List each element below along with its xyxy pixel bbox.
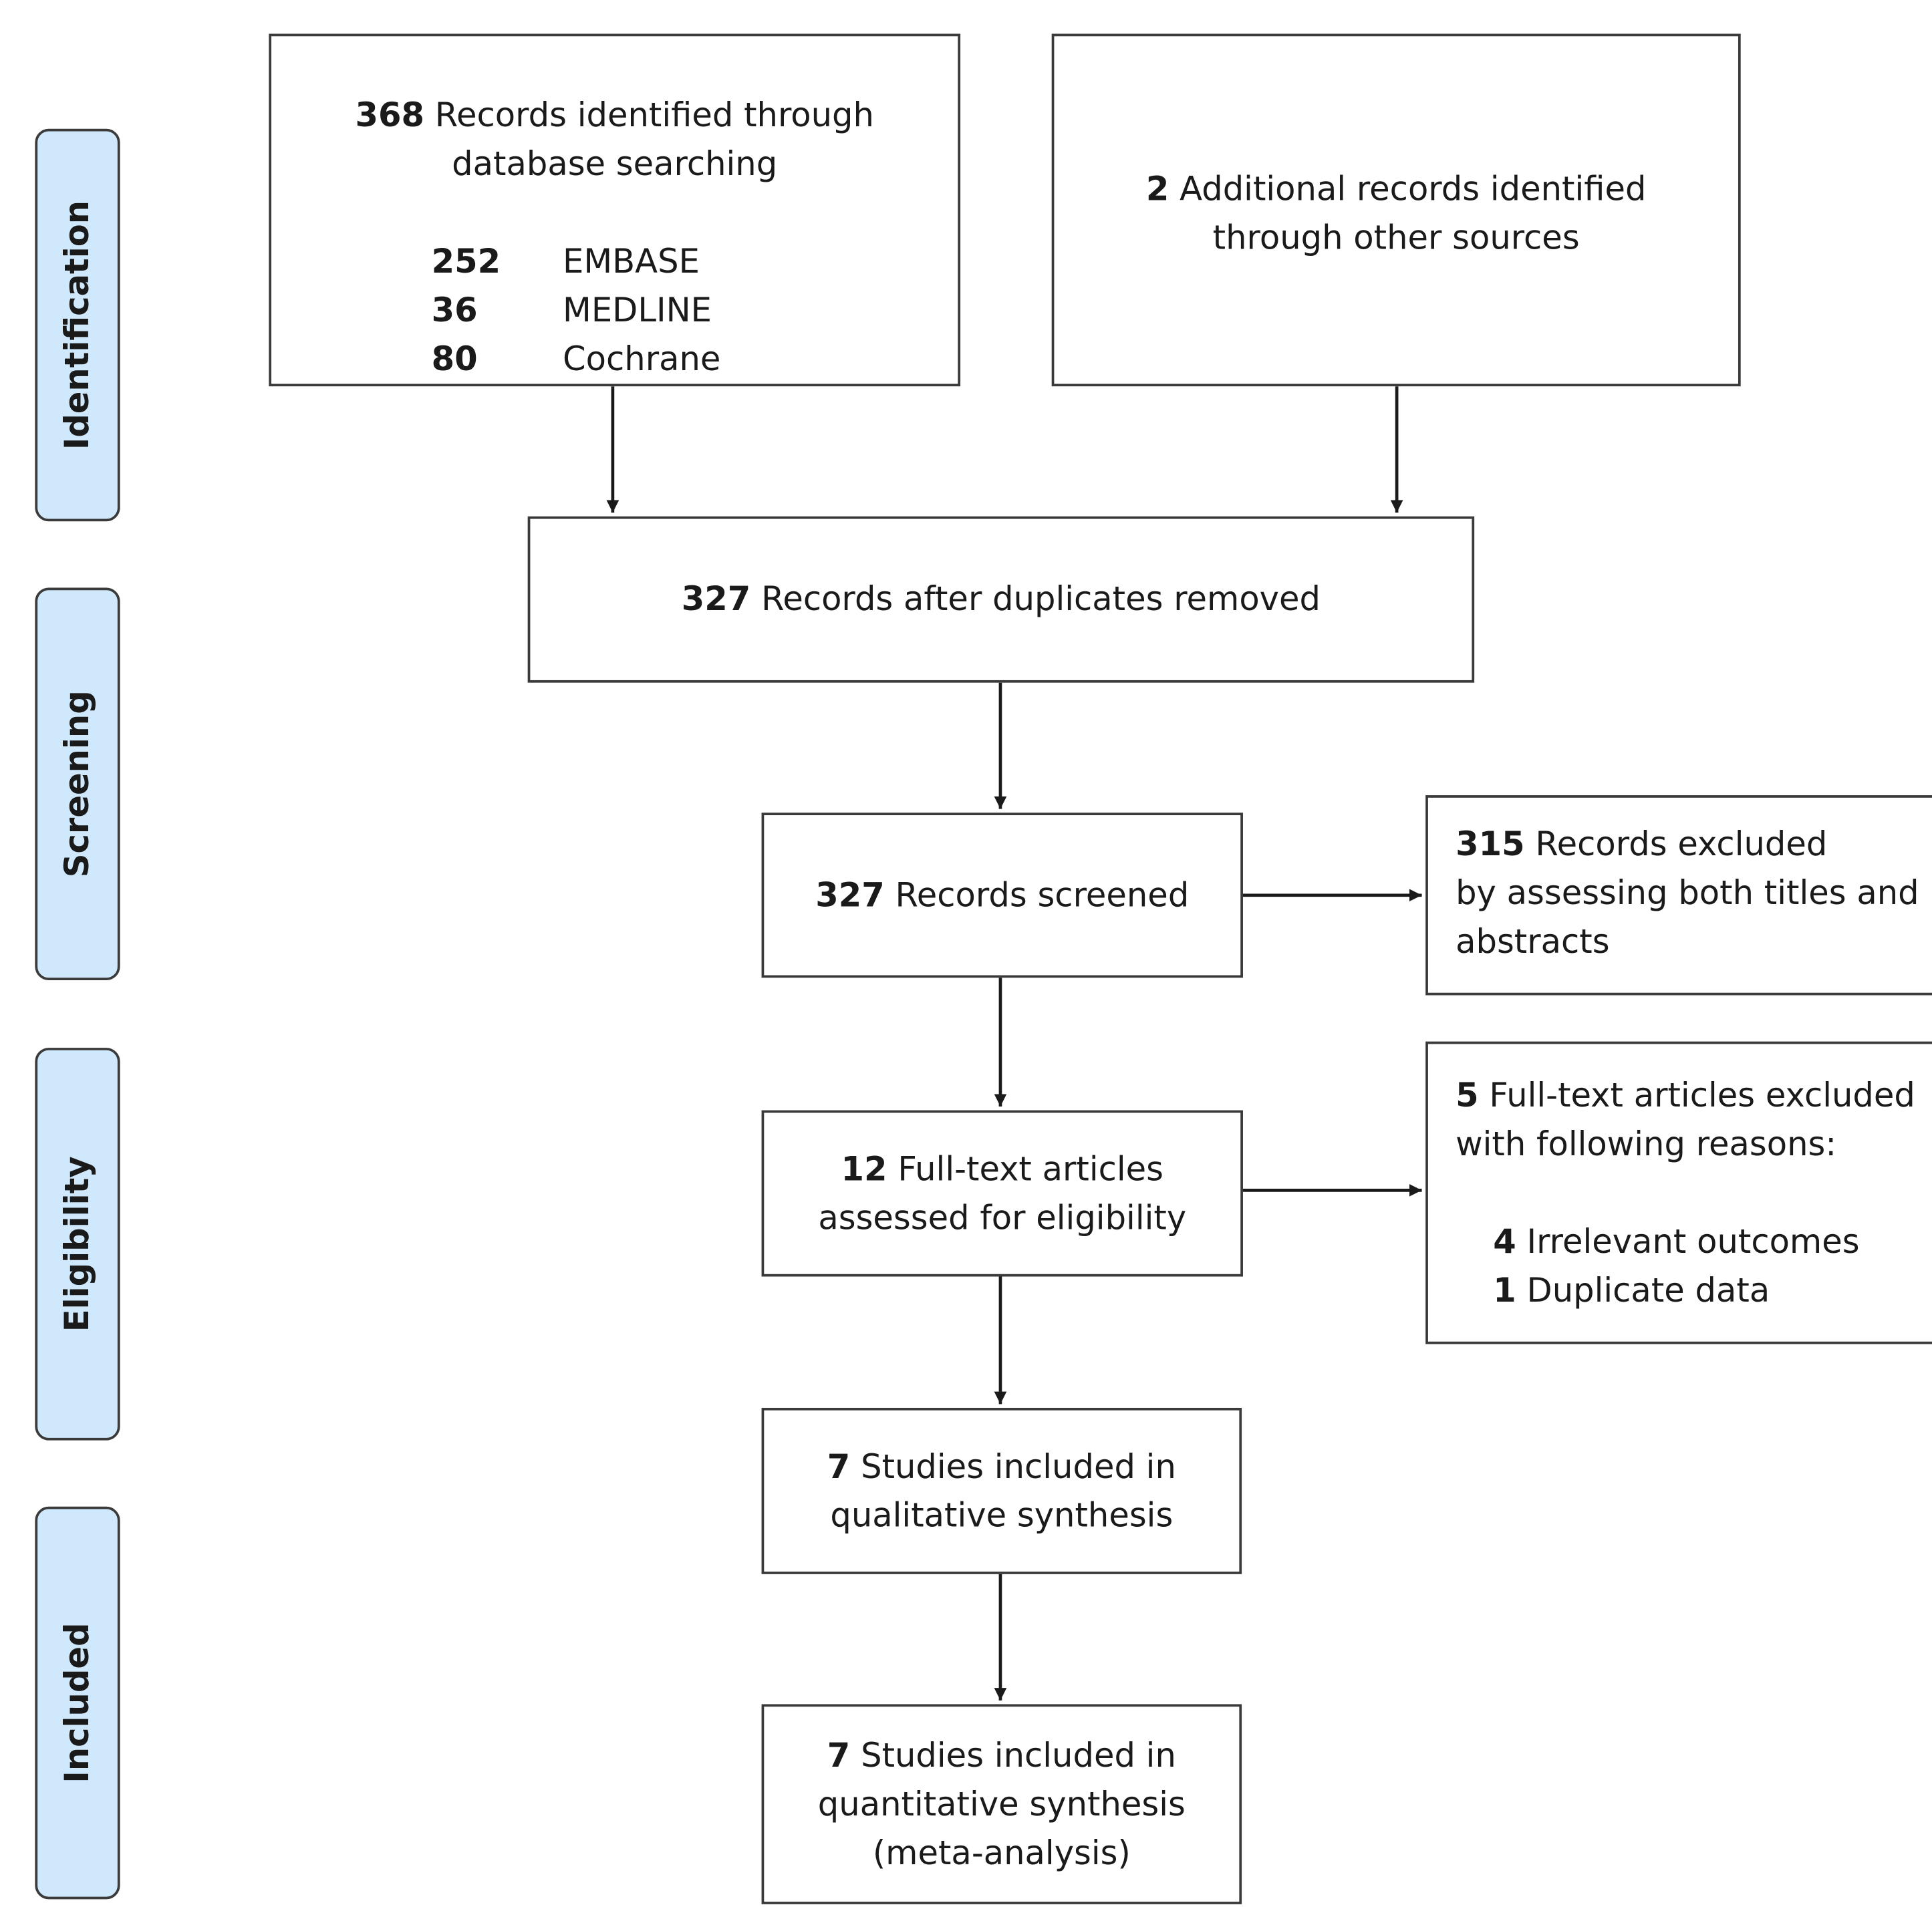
excluded-text-1: Records excluded [1535,825,1828,864]
fulltext-text-1: Full-text articles [898,1149,1164,1189]
quantitative-count: 7 [827,1736,851,1775]
reason-text: Irrelevant outcomes [1526,1223,1860,1262]
reason-count: 4 [1493,1223,1516,1262]
ft-excluded-count: 5 [1456,1076,1479,1116]
database-text-1: Records identified through [434,96,874,136]
duplicates-count: 327 [681,580,751,619]
database-text-2: database searching [452,145,778,184]
box-records-excluded: 315 Records excluded by assessing both t… [1425,795,1932,996]
phase-screening: Screening [35,587,120,981]
box-other-sources: 2 Additional records identified through … [1051,33,1741,387]
box-records-screened: 327 Records screened [761,813,1243,978]
quantitative-text-3: (meta-analysis) [872,1833,1131,1873]
box-after-duplicates: 327 Records after duplicates removed [527,516,1475,683]
excluded-count: 315 [1456,825,1525,864]
box-full-text-excluded: 5 Full-text articles excluded with follo… [1425,1041,1932,1344]
excluded-text-3: abstracts [1456,922,1610,962]
ft-excluded-text-2: with following reasons: [1456,1125,1837,1165]
quantitative-text-1: Studies included in [861,1736,1176,1775]
ft-excluded-text-1: Full-text articles excluded [1489,1076,1915,1116]
other-text-1: Additional records identified [1180,170,1647,209]
source-row-cochrane: 80 Cochrane [271,335,958,384]
other-count: 2 [1145,170,1169,209]
qualitative-text-2: qualitative synthesis [830,1495,1174,1535]
duplicates-text: Records after duplicates removed [761,580,1321,619]
qualitative-count: 7 [827,1447,851,1486]
source-name: Cochrane [563,339,721,379]
screened-count: 327 [815,875,885,915]
database-count: 368 [355,96,424,136]
source-count: 252 [431,243,501,282]
reason-text: Duplicate data [1526,1272,1770,1311]
quantitative-text-2: quantitative synthesis [817,1785,1186,1824]
source-count: 80 [431,339,478,379]
phase-included: Included [35,1506,120,1900]
source-name: MEDLINE [563,291,712,330]
screened-text: Records screened [895,875,1190,915]
box-qualitative-synthesis: 7 Studies included in qualitative synthe… [761,1407,1242,1574]
box-full-text-assessed: 12 Full-text articles assessed for eligi… [761,1110,1243,1277]
other-text-2: through other sources [1212,218,1580,258]
fulltext-text-2: assessed for eligibility [818,1198,1187,1237]
phase-identification: Identification [35,128,120,522]
reason-irrelevant-outcomes: 4 Irrelevant outcomes [1456,1218,1932,1267]
source-name: EMBASE [563,243,700,282]
source-count: 36 [431,291,478,330]
qualitative-text-1: Studies included in [861,1447,1176,1486]
source-row-medline: 36 MEDLINE [271,287,958,335]
reason-count: 1 [1493,1272,1516,1311]
reason-duplicate-data: 1 Duplicate data [1456,1267,1932,1316]
source-row-embase: 252 EMBASE [271,238,958,287]
fulltext-count: 12 [841,1149,887,1189]
excluded-text-2: by assessing both titles and [1456,873,1919,913]
phase-eligibility: Eligibility [35,1048,120,1441]
box-quantitative-synthesis: 7 Studies included in quantitative synth… [761,1704,1242,1904]
box-database-records: 368 Records identified through database … [269,33,961,387]
